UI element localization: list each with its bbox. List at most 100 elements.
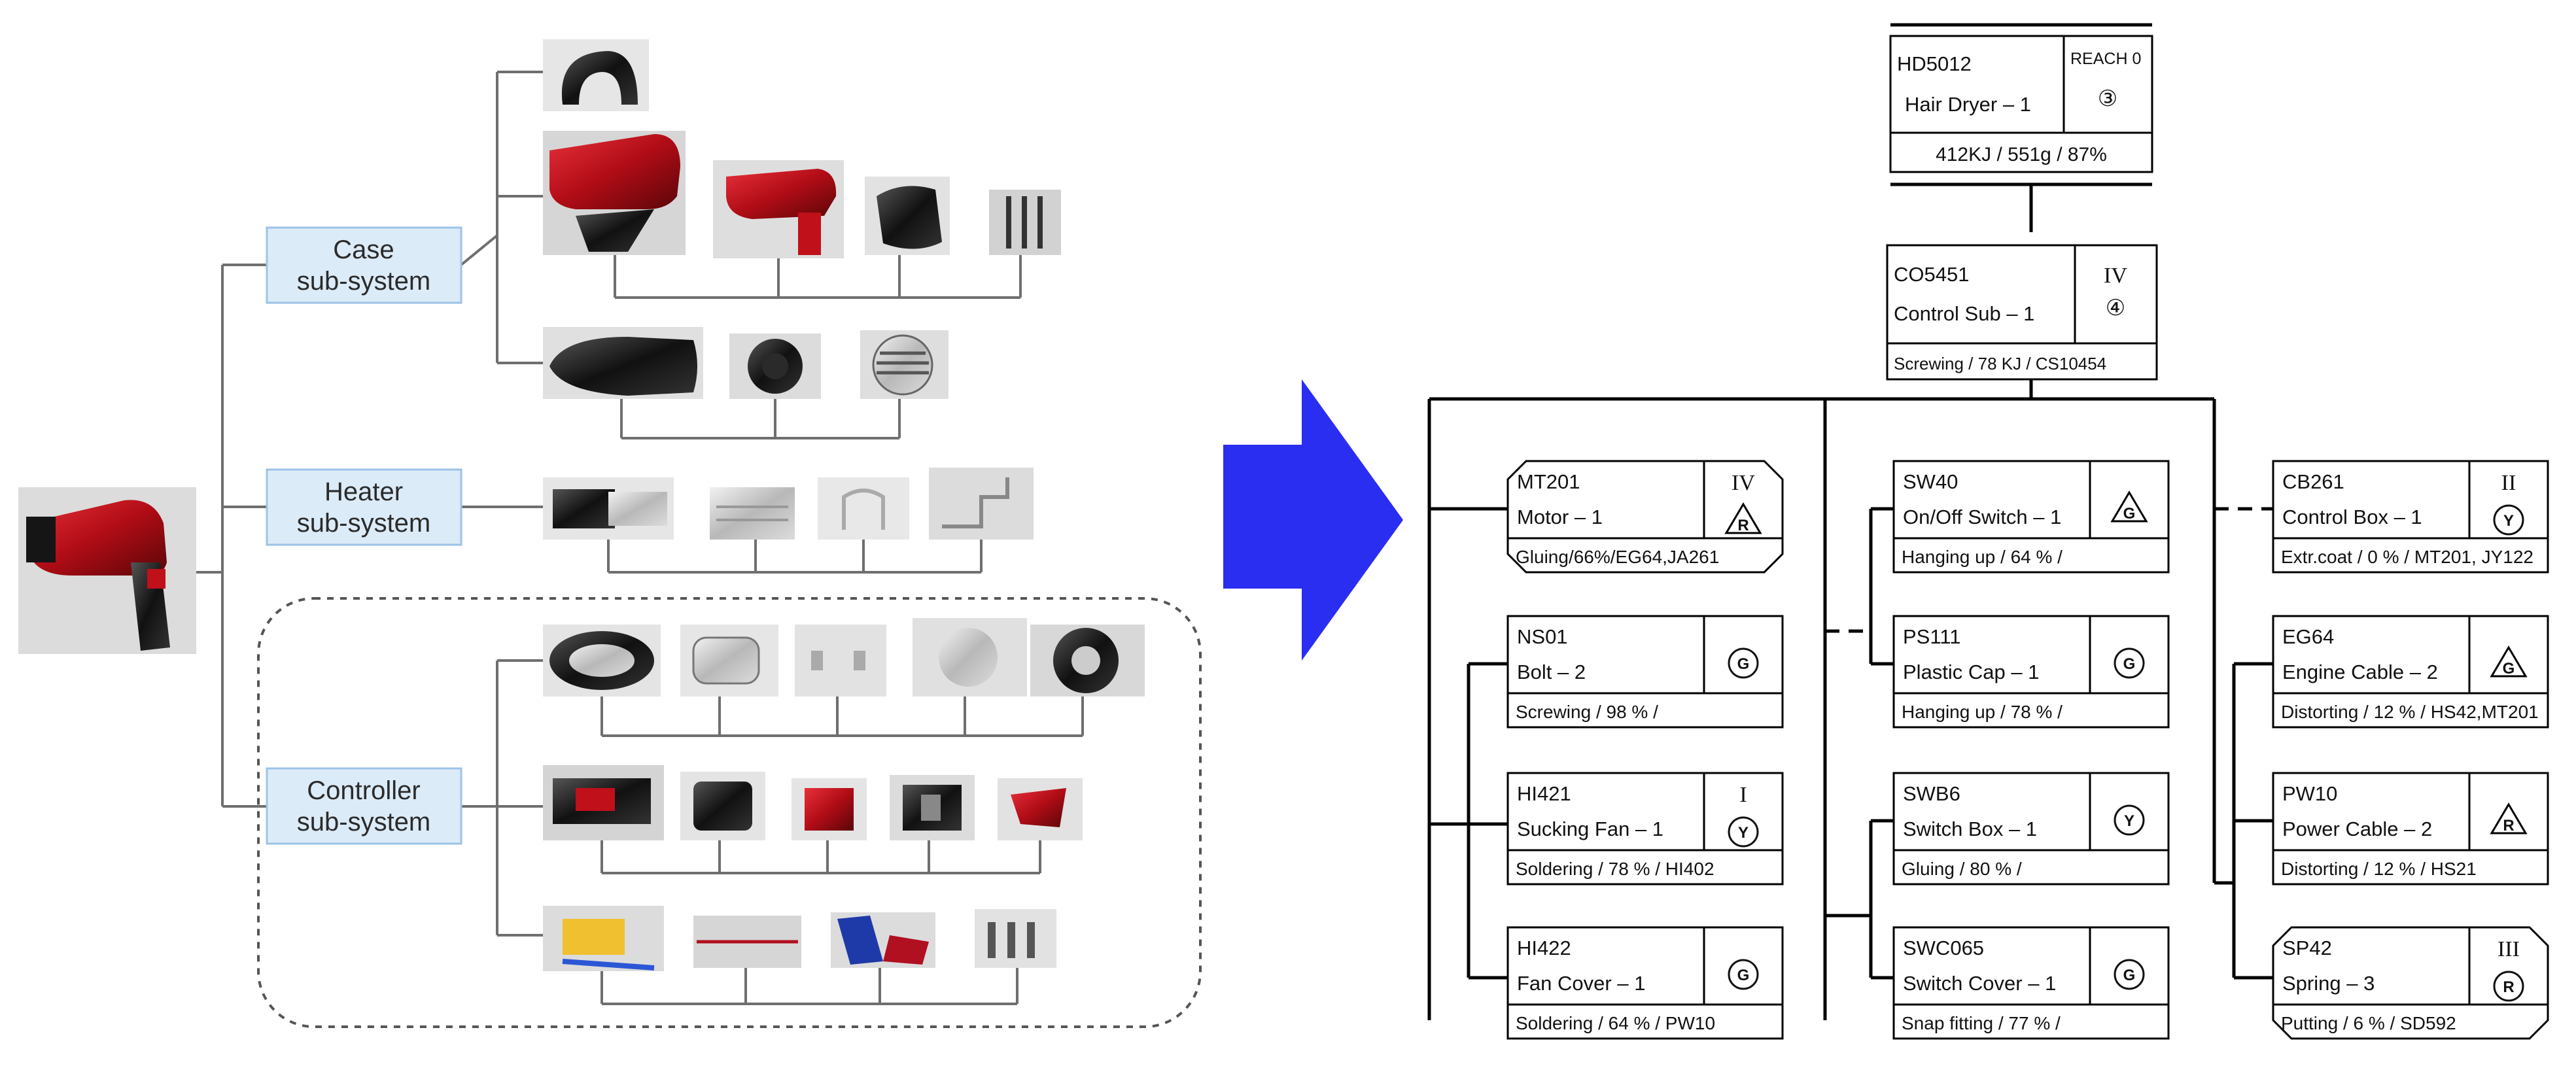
right-connectors (1427, 23, 2273, 1020)
node-code: EG64 (2282, 625, 2334, 648)
node-label: Engine Cable – 2 (2282, 661, 2438, 683)
controller-group-outline (257, 597, 1202, 1028)
left-connectors (196, 71, 1084, 1005)
part-image-case-4 (865, 177, 950, 255)
part-image-case-8 (860, 330, 949, 399)
part-image-case-2 (543, 131, 686, 255)
circle-symbol-icon (1728, 816, 1759, 848)
part-image-heater-2 (710, 487, 795, 540)
node-code: SWC065 (1903, 937, 1984, 959)
subsystem-case-line1: Case (333, 235, 394, 264)
triangle-symbol-icon (2490, 802, 2528, 834)
node-control-symbol: ④ (2106, 296, 2125, 320)
node-root-code: HD5012 (1897, 52, 1972, 75)
node-root-footer: 412KJ / 551g / 87% (1936, 144, 2107, 165)
part-image-controller-3 (795, 625, 886, 696)
node-symbol-letter: G (1737, 655, 1750, 673)
subsystem-heater-line1: Heater (324, 477, 403, 506)
part-image-heater-1 (543, 477, 674, 540)
node-class: I (1739, 783, 1747, 807)
node-control-cls: IV (2104, 264, 2127, 288)
node-control-footer: Screwing / 78 KJ / CS10454 (1894, 354, 2106, 373)
node-code: PS111 (1903, 625, 1960, 648)
triangle-symbol-icon (2110, 490, 2148, 523)
node-control: CO5451 Control Sub – 1 IV ④ Screwing / 7… (1886, 244, 2158, 381)
node-code: SWB6 (1903, 782, 1960, 805)
subsystem-case-line2: sub-system (297, 267, 431, 296)
part-image-case-5 (989, 190, 1061, 255)
node-code: CB261 (2282, 470, 2344, 493)
node-frame (1506, 615, 1784, 729)
part-image-controller-12 (693, 916, 801, 968)
node-code: HI421 (1517, 782, 1571, 805)
circle-symbol-icon (2493, 971, 2524, 1002)
subsystem-heater-line2: sub-system (297, 509, 431, 538)
node-class: IV (1732, 471, 1755, 495)
node-label: Fan Cover – 1 (1517, 972, 1645, 995)
subsystem-case: Case sub-system (266, 226, 462, 304)
node-footer: Gluing / 80 % / (1902, 859, 2022, 879)
node-symbol-letter: R (2503, 978, 2514, 996)
part-image-case-1 (543, 39, 649, 111)
node-code: HI422 (1517, 937, 1571, 959)
node-frame (2272, 460, 2549, 574)
part-image-controller-14 (975, 909, 1056, 968)
node-symbol-letter: G (2123, 655, 2136, 673)
node-label: Bolt – 2 (1517, 661, 1586, 683)
part-image-controller-10 (998, 778, 1083, 840)
node-footer: Soldering / 78 % / HI402 (1516, 859, 1714, 879)
circle-symbol-icon (2114, 804, 2145, 836)
node-symbol-letter: G (1737, 967, 1750, 984)
node-label: Plastic Cap – 1 (1903, 661, 2040, 683)
part-image-controller-6 (543, 765, 664, 840)
node-frame (1506, 772, 1784, 885)
node-footer: Distorting / 12 % / HS42,MT201 (2281, 702, 2539, 722)
node-symbol-letter: R (2503, 817, 2514, 834)
node-label: Switch Cover – 1 (1903, 972, 2056, 995)
part-image-case-7 (729, 334, 821, 399)
node-label: Power Cable – 2 (2282, 817, 2432, 840)
circle-symbol-icon (2114, 647, 2145, 679)
node-frame (1506, 460, 1784, 574)
part-image-controller-7 (680, 772, 765, 840)
subsystem-controller-line2: sub-system (297, 808, 431, 836)
subsystem-controller-line1: Controller (307, 776, 420, 805)
node-control-label: Control Sub – 1 (1894, 302, 2034, 325)
part-image-controller-4 (913, 618, 1027, 696)
node-footer: Hanging up / 64 % / (1902, 547, 2063, 567)
node-footer: Distorting / 12 % / HS21 (2281, 859, 2477, 879)
part-image-case-3 (713, 160, 844, 258)
part-image-controller-2 (680, 625, 778, 696)
node-class: II (2501, 471, 2516, 495)
node-symbol-letter: G (2123, 967, 2136, 984)
part-image-controller-5 (1030, 625, 1145, 696)
part-image-case-6 (543, 327, 703, 399)
part-image-heater-4 (929, 468, 1034, 540)
node-symbol-letter: G (2503, 660, 2515, 678)
node-root-reach: REACH 0 (2070, 50, 2141, 68)
node-code: MT201 (1517, 470, 1580, 493)
node-frame (1892, 615, 2170, 729)
part-image-controller-9 (890, 775, 975, 840)
node-label: Sucking Fan – 1 (1517, 817, 1663, 840)
node-footer: Snap fitting / 77 % / (1902, 1013, 2061, 1033)
node-code: PW10 (2282, 782, 2337, 805)
part-image-controller-11 (543, 906, 664, 971)
node-label: Motor – 1 (1517, 506, 1603, 528)
part-image-controller-1 (543, 625, 661, 696)
node-root-label: Hair Dryer – 1 (1905, 93, 2031, 116)
node-symbol-letter: G (2123, 505, 2136, 523)
circle-symbol-icon (1728, 959, 1759, 990)
